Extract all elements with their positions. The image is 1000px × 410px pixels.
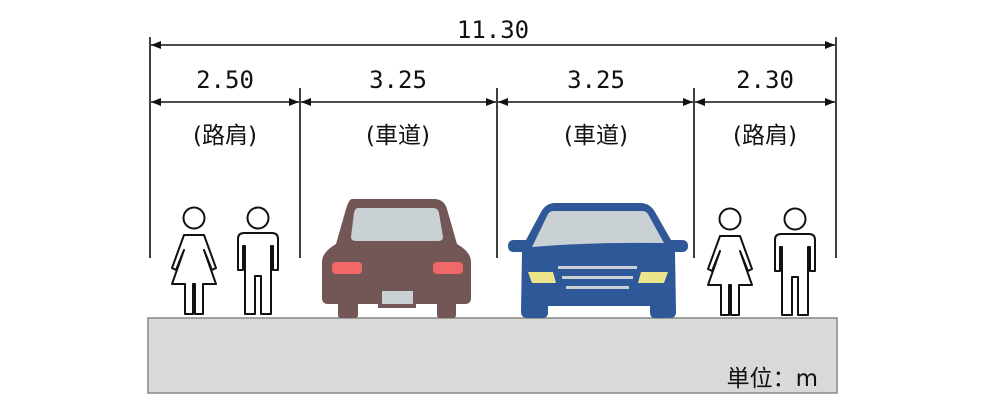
lane-left-width: 3.25 bbox=[369, 66, 427, 94]
shoulder-left-width: 2.50 bbox=[196, 66, 254, 94]
woman-pedestrian-icon bbox=[171, 206, 217, 315]
man-pedestrian-icon bbox=[774, 207, 816, 316]
car-front-view-icon bbox=[508, 203, 688, 318]
shoulder-right-label: (路肩) bbox=[733, 123, 797, 149]
woman-pedestrian-icon bbox=[707, 207, 753, 316]
shoulder-left-label: (路肩) bbox=[193, 123, 257, 149]
road-surface bbox=[147, 317, 838, 394]
lane-right-width: 3.25 bbox=[567, 66, 625, 94]
unit-label: 単位：m bbox=[727, 366, 818, 392]
car-rear-view-icon bbox=[322, 199, 471, 318]
shoulder-right-width: 2.30 bbox=[736, 66, 794, 94]
lane-left-label: (車道) bbox=[366, 123, 430, 149]
total-width-label: 11.30 bbox=[457, 16, 529, 44]
lane-right-label: (車道) bbox=[564, 123, 628, 149]
man-pedestrian-icon bbox=[237, 206, 279, 315]
